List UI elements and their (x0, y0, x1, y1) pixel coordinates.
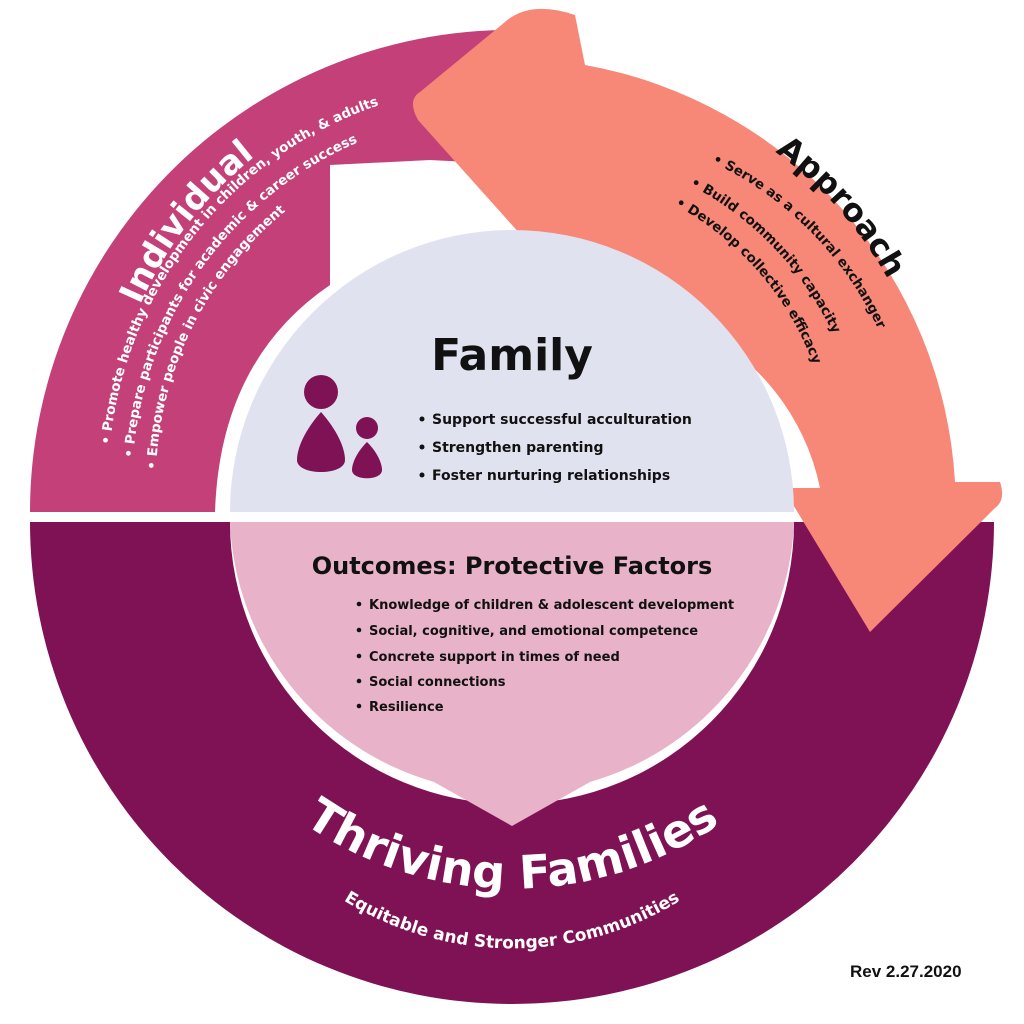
family-bullet-2: Strengthen parenting (432, 440, 603, 456)
family-bullet-3: Foster nurturing relationships (432, 468, 670, 484)
outcomes-title: Outcomes: Protective Factors (312, 552, 713, 580)
outcomes-bullet-2: Social, cognitive, and emotional compete… (369, 624, 698, 639)
family-bullets: Support successful acculturation Strengt… (419, 412, 692, 484)
family-bullet-1: Support successful acculturation (432, 412, 692, 428)
thriving-families-ring (30, 522, 994, 1004)
outcomes-bullet-3: Concrete support in times of need (369, 650, 620, 665)
outcomes-bullet-4: Social connections (369, 675, 506, 690)
revision-label: Rev 2.27.2020 (850, 962, 962, 981)
outcomes-section (230, 522, 794, 826)
outcomes-bullet-5: Resilience (369, 700, 444, 715)
individual-segment (29, 29, 525, 512)
outcomes-bullet-1: Knowledge of children & adolescent devel… (369, 598, 734, 613)
family-section (230, 230, 794, 512)
outcomes-bullets: Knowledge of children & adolescent devel… (356, 598, 734, 715)
parent-child-icon (297, 375, 382, 479)
family-title: Family (431, 330, 593, 381)
